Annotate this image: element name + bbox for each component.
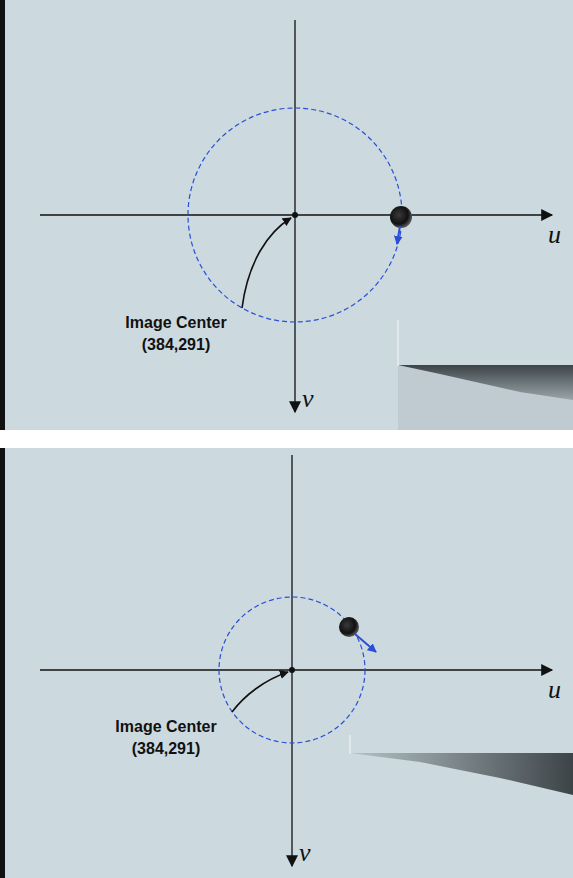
leader-line	[232, 672, 288, 712]
tool-shadow	[398, 365, 573, 430]
orbit-circle	[188, 108, 402, 322]
panel-top	[0, 0, 573, 430]
image-ground	[0, 448, 573, 878]
center-callout: Image Center (384,291)	[110, 716, 222, 760]
image-ground	[0, 0, 573, 430]
orbit-circle	[219, 597, 365, 743]
tool-edge	[397, 320, 399, 366]
tool-edge	[349, 735, 351, 754]
axis-label: u	[548, 222, 561, 248]
tool-wedge	[350, 753, 573, 795]
v-axis	[291, 455, 292, 866]
image-edge	[0, 0, 5, 430]
panel-bottom	[0, 448, 573, 878]
panel-gap	[0, 430, 573, 448]
axis-label: v	[302, 386, 314, 412]
u-axis	[40, 669, 552, 670]
velocity-arrow	[397, 226, 400, 244]
center-callout: Image Center (384,291)	[120, 312, 232, 356]
ball	[390, 206, 412, 228]
velocity-arrow	[355, 634, 376, 652]
axis-label: u	[548, 677, 561, 703]
axis-label: v	[299, 840, 311, 866]
center-dot	[292, 212, 298, 218]
image-edge	[0, 448, 5, 878]
leader-line	[242, 218, 291, 308]
tool-wedge	[398, 365, 573, 400]
center-dot	[289, 667, 295, 673]
